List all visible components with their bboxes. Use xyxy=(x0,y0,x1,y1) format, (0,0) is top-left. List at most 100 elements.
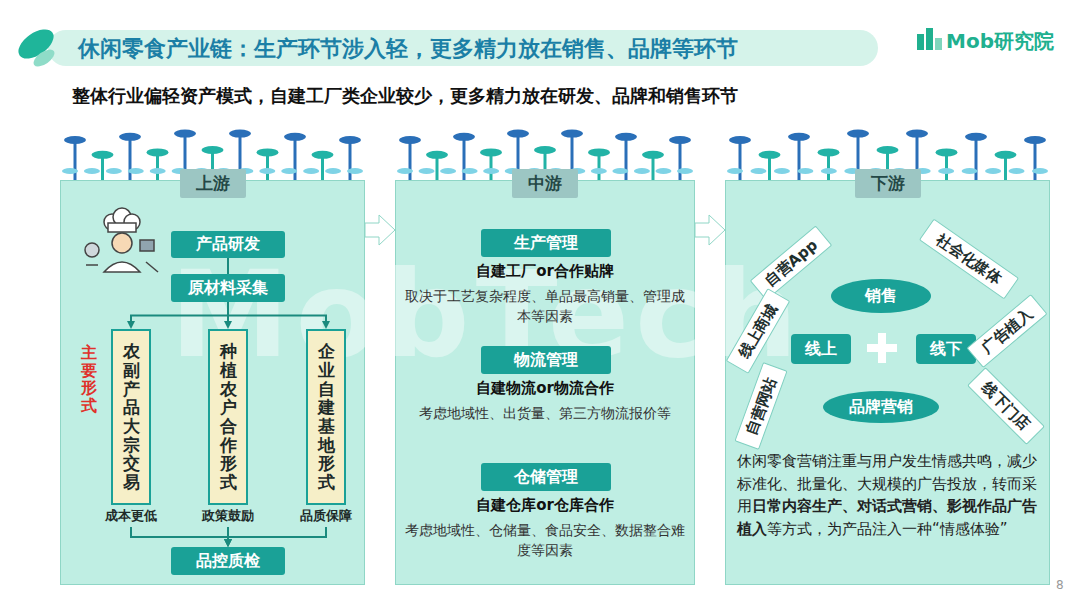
pin-dot xyxy=(483,168,499,174)
pin-stick xyxy=(463,137,466,180)
stage-tab: 上游 xyxy=(180,169,246,198)
pin-head xyxy=(965,133,987,141)
pin-dot xyxy=(440,168,456,174)
pin-dot xyxy=(677,168,693,174)
pin-dot xyxy=(397,168,413,174)
process-box: 产品研发 xyxy=(171,231,285,258)
pin-head xyxy=(729,136,751,144)
pin-dot xyxy=(419,168,435,174)
logo-text: Mob研究院 xyxy=(946,28,1054,55)
pin-stick xyxy=(679,140,682,180)
pin-dot xyxy=(281,168,297,174)
pin-stick xyxy=(129,137,132,180)
form-caption: 成本更低 xyxy=(105,507,157,525)
connector-line xyxy=(131,302,228,321)
pin-stick xyxy=(798,137,801,180)
process-box: 仓储管理 xyxy=(481,463,611,491)
process-box: 原材料采集 xyxy=(171,274,285,302)
stage-panel: 上游产品研发原材料采集农副产品大宗交易成本更低种植农户合作形式政策鼓励企业自建基… xyxy=(60,180,365,585)
channel-banner: 线下门店 xyxy=(967,367,1045,445)
form-caption: 政策鼓励 xyxy=(202,507,254,525)
option-heading: 自建物流or物流合作 xyxy=(405,379,685,398)
box-label: 社会化媒体 xyxy=(933,230,1005,289)
pin-dot xyxy=(938,168,954,174)
pin-dot xyxy=(985,168,1001,174)
pin-stick xyxy=(74,140,77,180)
pin-dot xyxy=(727,168,743,174)
pin-head xyxy=(64,136,86,144)
oval-box: 品牌营销 xyxy=(823,391,939,423)
pin-dot xyxy=(774,168,790,174)
logo-icon xyxy=(917,28,942,50)
channel-box: 线上 xyxy=(791,334,851,364)
pin-stick xyxy=(266,152,269,180)
pin-head xyxy=(906,130,928,138)
pin-stick xyxy=(156,152,159,180)
title-bar xyxy=(48,30,878,66)
pin-dot xyxy=(325,168,341,174)
box-label: 产品研发 xyxy=(196,234,260,255)
process-box: 物流管理 xyxy=(481,346,611,374)
pin-head xyxy=(92,151,114,159)
connector xyxy=(695,215,725,245)
pin-head xyxy=(936,148,958,156)
pin-head xyxy=(818,148,840,156)
pin-stick xyxy=(598,152,601,180)
arrow-head xyxy=(224,321,232,329)
pin-dot xyxy=(591,168,607,174)
box-label: 线下门店 xyxy=(978,378,1034,434)
form-box: 种植农户合作形式政策鼓励 xyxy=(208,329,248,527)
arrow-head xyxy=(322,321,330,329)
form-box-outline: 种植农户合作形式 xyxy=(208,329,248,505)
pin-head xyxy=(847,130,869,138)
connector-line xyxy=(227,258,229,274)
pin-head xyxy=(426,151,448,159)
stage-tab: 下游 xyxy=(855,169,921,198)
pin-dot xyxy=(962,168,978,174)
process-box: 生产管理 xyxy=(481,229,611,257)
connector-line xyxy=(228,527,326,539)
pin-dot xyxy=(634,168,650,174)
oval-box: 销售 xyxy=(831,279,931,313)
chef-icon xyxy=(85,208,158,272)
pin-dot xyxy=(106,168,122,174)
subtitle: 整体行业偏轻资产模式，自建工厂类企业较少，更多精力放在研发、品牌和销售环节 xyxy=(72,84,738,108)
channel-banner: 广告植入 xyxy=(966,294,1047,368)
pin-dot xyxy=(303,168,319,174)
pin-head xyxy=(229,130,251,138)
connector xyxy=(131,527,232,547)
arrow-head xyxy=(127,321,135,329)
pin-head xyxy=(642,151,664,159)
option-heading: 自建仓库or仓库合作 xyxy=(405,496,685,515)
pin-dot xyxy=(1009,168,1025,174)
pin-dot xyxy=(1032,168,1048,174)
box-label: 原材料采集 xyxy=(188,278,268,299)
option-note: 考虑地域性、出货量、第三方物流报价等 xyxy=(405,403,685,423)
connector xyxy=(224,527,326,547)
stage-tab: 中游 xyxy=(512,169,578,198)
block-arrow xyxy=(695,215,725,245)
pin-head xyxy=(788,133,810,141)
pin-head xyxy=(480,148,502,156)
form-box: 企业自建基地形式品质保障 xyxy=(306,329,346,527)
pin-dot xyxy=(128,168,144,174)
pin-stick xyxy=(349,140,352,180)
arrow-head xyxy=(224,539,232,547)
pin-dot xyxy=(612,168,628,174)
pin-head xyxy=(995,151,1017,159)
vertical-text: 农副产品大宗交易 xyxy=(123,342,140,492)
pin-dot xyxy=(750,168,766,174)
pin-stick xyxy=(739,140,742,180)
pin-head xyxy=(759,151,781,159)
pin-head xyxy=(257,148,279,156)
pin-head xyxy=(588,148,610,156)
diagram-title: 休闲零食产业链：生产环节涉入轻，更多精力放在销售、品牌等环节 xyxy=(78,34,738,64)
pin-stick xyxy=(827,152,830,180)
pin-stick xyxy=(945,152,948,180)
box-label: 销售 xyxy=(865,286,897,307)
pin-head xyxy=(507,130,529,138)
pin-dot xyxy=(259,168,275,174)
arrow-head xyxy=(224,539,232,547)
page-number: 8 xyxy=(1056,578,1064,592)
pin-head xyxy=(453,133,475,141)
